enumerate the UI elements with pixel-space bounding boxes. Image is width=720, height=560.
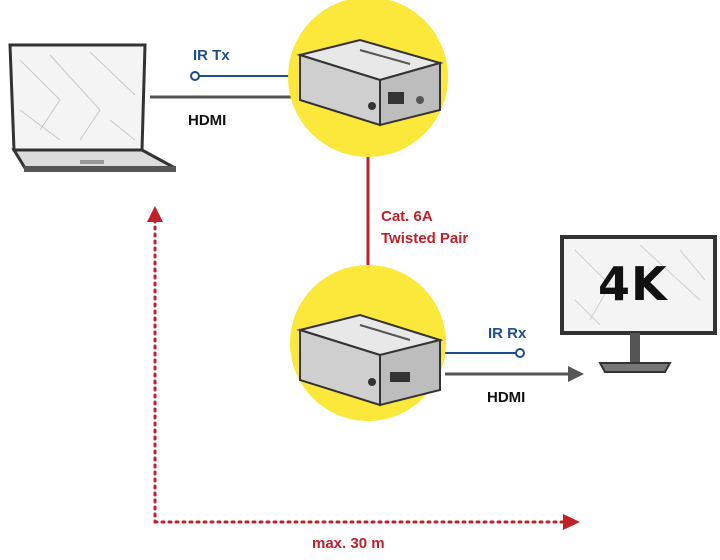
distance-label: max. 30 m	[312, 535, 385, 552]
hdmi-rx-label: HDMI	[487, 389, 526, 406]
hdmi-tx-label: HDMI	[188, 112, 227, 129]
hdmi-rx-arrowhead	[568, 366, 584, 382]
screen-resolution-text: 4K	[598, 257, 668, 311]
ir-rx-port	[515, 348, 525, 358]
ir-rx-label: IR Rx	[488, 325, 527, 342]
cable-desc-label: Twisted Pair	[381, 230, 469, 247]
laptop-illustration	[8, 43, 176, 172]
transmitter-device	[296, 38, 444, 127]
monitor-illustration	[560, 235, 717, 373]
distance-indicator	[147, 206, 580, 530]
ir-tx-port	[190, 71, 200, 81]
receiver-device	[296, 313, 444, 407]
ir-tx-label: IR Tx	[193, 47, 230, 64]
cable-type-label: Cat. 6A	[381, 208, 433, 225]
